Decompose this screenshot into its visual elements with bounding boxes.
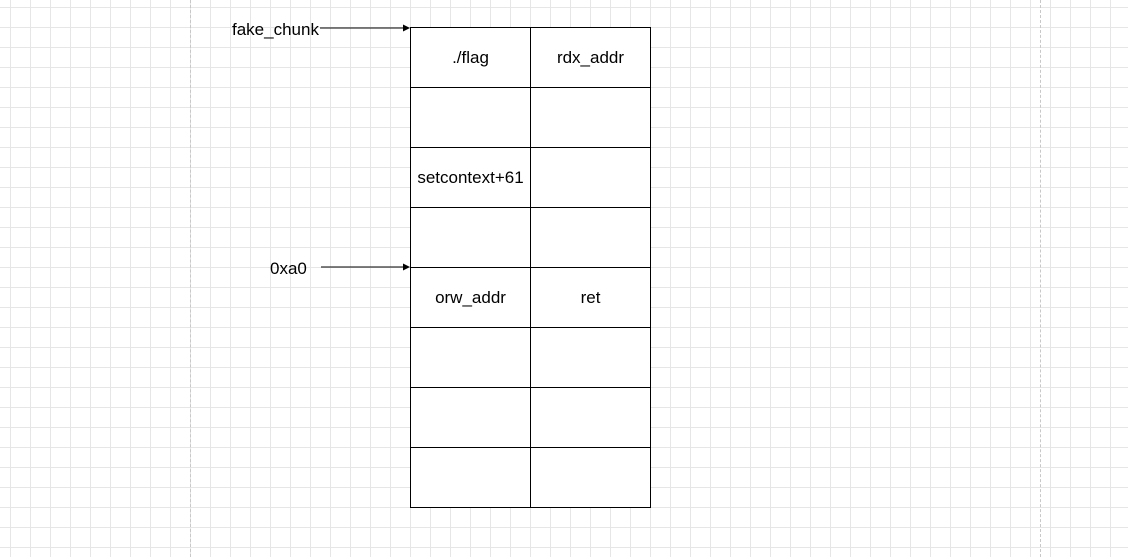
table-cell: ./flag	[410, 27, 531, 88]
table-cell	[530, 447, 651, 508]
table-row: ./flag rdx_addr	[410, 27, 651, 88]
fake-chunk-label: fake_chunk	[232, 20, 319, 39]
table-row	[410, 447, 651, 508]
table-cell: ret	[530, 267, 651, 328]
table-cell	[410, 387, 531, 448]
offset-label: 0xa0	[270, 259, 307, 278]
table-row	[410, 327, 651, 388]
table-cell	[530, 327, 651, 388]
table-cell	[530, 207, 651, 268]
table-cell	[410, 87, 531, 148]
page-guide-left	[190, 0, 191, 557]
table-cell	[410, 327, 531, 388]
table-cell	[410, 207, 531, 268]
table-row	[410, 387, 651, 448]
table-cell	[530, 387, 651, 448]
table-row: setcontext+61	[410, 147, 651, 208]
memory-layout-table: ./flag rdx_addr setcontext+61 orw_addr r…	[410, 27, 651, 508]
table-cell	[530, 87, 651, 148]
table-row	[410, 207, 651, 268]
page-guide-right	[1040, 0, 1041, 557]
table-cell: orw_addr	[410, 267, 531, 328]
table-cell: rdx_addr	[530, 27, 651, 88]
table-row	[410, 87, 651, 148]
table-cell	[530, 147, 651, 208]
fake-chunk-arrow	[320, 24, 410, 32]
table-cell: setcontext+61	[410, 147, 531, 208]
table-row: orw_addr ret	[410, 267, 651, 328]
offset-arrow	[321, 263, 410, 271]
table-cell	[410, 447, 531, 508]
